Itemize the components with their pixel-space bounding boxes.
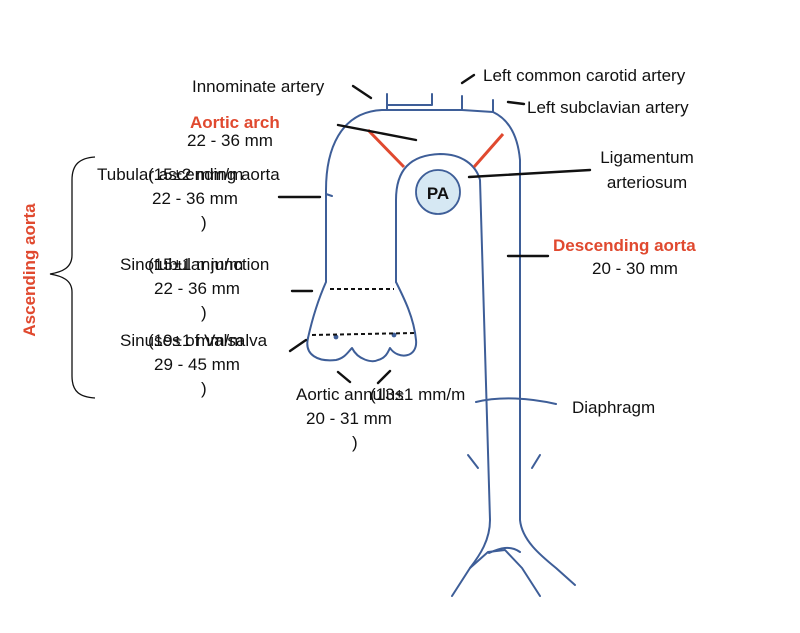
aorta-inner-wall [396, 154, 490, 596]
sinotubular-close: ) [201, 303, 207, 322]
descending-aorta-range: 20 - 30 mm [592, 259, 678, 278]
sinotubular-range: 22 - 36 mm [154, 279, 240, 298]
sinotubular-indexed-overlap: (15±1 mm/m [148, 255, 243, 274]
tubular-indexed-overlap: (15±2 mm/m [148, 165, 243, 184]
diaphragm-line [476, 398, 556, 404]
left-carotid-leader [462, 75, 474, 83]
ligamentum-leader [469, 170, 590, 177]
aortic-arch-right-red-line [474, 134, 503, 167]
annulus-close: ) [352, 433, 358, 452]
lower-branch-left [468, 455, 478, 468]
lower-branch-right [532, 455, 540, 468]
ascending-aorta-brace [50, 157, 95, 398]
valsalva-range: 29 - 45 mm [154, 355, 240, 374]
ligamentum-label-line1: Ligamentum [600, 148, 694, 167]
valsalva-dashed-line [312, 333, 414, 335]
descending-aorta-title: Descending aorta [553, 236, 696, 255]
ligamentum-label-line2: arteriosum [607, 173, 687, 192]
iliac-left [470, 550, 540, 596]
aortic-arch-title: Aortic arch [190, 113, 280, 132]
ascending-aorta-label: Ascending aorta [20, 203, 39, 337]
aortic-arch-range: 22 - 36 mm [187, 131, 273, 150]
left-subclavian-label: Left subclavian artery [527, 98, 689, 117]
pulmonary-artery-label: PA [427, 184, 449, 203]
annulus-range: 20 - 31 mm [306, 409, 392, 428]
valsalva-leader [290, 340, 306, 351]
valsalva-close: ) [201, 379, 207, 398]
annulus-leader-right [378, 371, 390, 383]
annulus-leader-left [338, 372, 350, 382]
tubular-close: ) [201, 213, 207, 232]
annulus-indexed-overlap: (13±1 mm/m [370, 385, 465, 404]
left-common-carotid-label: Left common carotid artery [483, 66, 686, 85]
tubular-range: 22 - 36 mm [152, 189, 238, 208]
diaphragm-label: Diaphragm [572, 398, 655, 417]
valsalva-indexed-overlap: (19±1 mm/m [148, 331, 243, 350]
innominate-leader [353, 86, 371, 98]
left-subclavian-leader [508, 102, 524, 104]
aorta-outline [307, 94, 575, 596]
innominate-artery-label: Innominate artery [192, 77, 325, 96]
sinus-bulge [307, 282, 416, 361]
aorta-outer-wall [308, 94, 575, 585]
